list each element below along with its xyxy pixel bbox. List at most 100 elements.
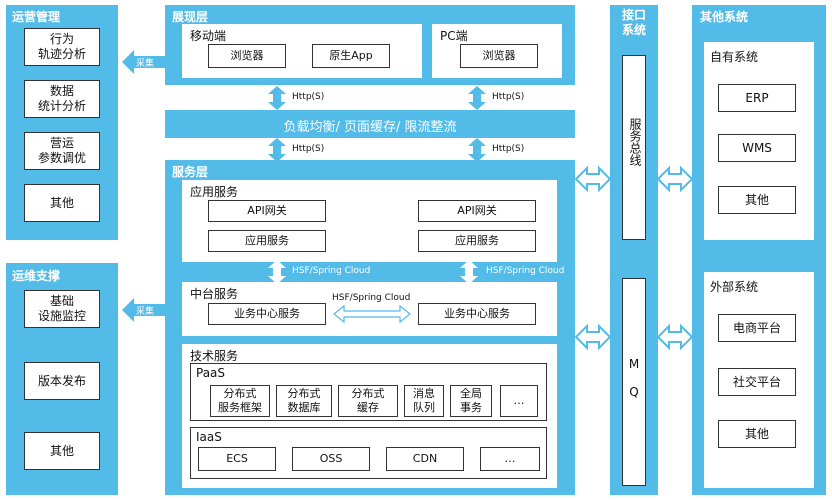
ops-item-behavior: 行为 轨迹分析: [24, 28, 100, 66]
iaas-title: IaaS: [196, 430, 222, 444]
support-item-release-label: 版本发布: [37, 373, 86, 388]
mq-box: [622, 278, 646, 486]
paas-title: PaaS: [196, 366, 226, 380]
collect-arrow-bottom: [122, 298, 166, 322]
http-arrow-4: [468, 138, 486, 162]
service-bus-text: 服务总线: [628, 118, 642, 166]
own-item-erp-label: ERP: [745, 91, 769, 105]
app-service-right: 应用服务: [418, 230, 536, 252]
ext-item-social-label: 社交平台: [732, 375, 781, 389]
ext-item-ecommerce: 电商平台: [718, 314, 796, 342]
hsf-label-middle: HSF/Spring Cloud: [332, 293, 411, 303]
own-item-wms-label: WMS: [742, 141, 772, 155]
ops-item-behavior-label: 行为 轨迹分析: [37, 32, 86, 61]
iaas-item-ecs-label: ECS: [226, 452, 248, 465]
arrow-service-bus-left: [574, 165, 612, 193]
mq-label: M Q: [627, 350, 641, 406]
api-gateway-right-label: API网关: [457, 204, 497, 217]
app-service-right-label: 应用服务: [455, 234, 499, 247]
load-balancer-bar: [165, 110, 575, 138]
api-gateway-left-label: API网关: [247, 204, 287, 217]
pc-title: PC端: [440, 29, 468, 43]
ops-item-tuning: 营运 参数调优: [24, 132, 100, 170]
hsf-arrow-horizontal: [333, 304, 411, 324]
arrow-mq-right: [656, 323, 694, 351]
mobile-browser-label: 浏览器: [230, 49, 264, 62]
iaas-item-more-label: …: [504, 452, 516, 465]
paas-item-tx: 全局 事务: [450, 385, 492, 417]
mobile-browser: 浏览器: [208, 44, 286, 68]
http-arrow-1: [268, 86, 286, 110]
paas-item-more: …: [500, 385, 538, 417]
http-arrow-3: [268, 138, 286, 162]
own-systems-title: 自有系统: [710, 50, 759, 64]
ops-item-other: 其他: [24, 184, 100, 222]
biz-center-left: 业务中心服务: [208, 303, 326, 325]
ops-item-other-label: 其他: [49, 195, 74, 210]
biz-center-right: 业务中心服务: [418, 303, 536, 325]
arrow-mq-left: [574, 323, 612, 351]
ext-item-other: 其他: [718, 420, 796, 448]
app-service-title: 应用服务: [190, 185, 239, 199]
own-item-other-label: 其他: [744, 193, 769, 207]
pc-browser-label: 浏览器: [482, 49, 516, 62]
api-gateway-right: API网关: [418, 200, 536, 222]
mobile-title: 移动端: [190, 29, 227, 43]
http-label-4: Http(S): [492, 144, 525, 154]
ops-support-title: 运维支撑: [12, 269, 61, 283]
iaas-item-cdn: CDN: [386, 447, 464, 471]
support-item-release: 版本发布: [24, 362, 100, 400]
ext-item-ecommerce-label: 电商平台: [732, 321, 781, 335]
load-balancer-label: 负载均衡/ 页面缓存/ 限流整流: [283, 120, 457, 135]
hsf-arrow-right: [460, 260, 478, 284]
ops-item-stats: 数据 统计分析: [24, 80, 100, 118]
service-layer-title: 服务层: [172, 165, 209, 179]
paas-item-rpc-label: 分布式 服务框架: [218, 387, 262, 414]
interface-system-title: 接口 系统: [622, 8, 647, 37]
app-service-left-label: 应用服务: [245, 234, 289, 247]
collect-label-bottom: 采集: [136, 307, 155, 317]
http-label-2: Http(S): [492, 92, 525, 102]
http-arrow-2: [468, 86, 486, 110]
arrow-service-bus-right: [656, 165, 694, 193]
biz-center-right-label: 业务中心服务: [444, 307, 510, 320]
service-bus-label: 服务总线: [627, 118, 642, 170]
support-item-other-label: 其他: [49, 443, 74, 458]
mobile-native-app-label: 原生App: [329, 49, 373, 62]
pc-browser: 浏览器: [460, 44, 538, 68]
paas-item-more-label: …: [513, 394, 525, 407]
paas-item-mq: 消息 队列: [404, 385, 444, 417]
own-item-wms: WMS: [718, 134, 796, 162]
paas-item-cache-label: 分布式 缓存: [351, 387, 385, 414]
hsf-arrow-left: [268, 260, 286, 284]
http-label-1: Http(S): [292, 92, 325, 102]
iaas-item-oss: OSS: [292, 447, 370, 471]
collect-label-top: 采集: [136, 59, 155, 69]
biz-center-left-label: 业务中心服务: [234, 307, 300, 320]
mq-text: M Q: [628, 357, 640, 399]
collect-arrow-top: [122, 50, 166, 74]
hsf-label-right: HSF/Spring Cloud: [486, 266, 565, 276]
iaas-item-more: …: [480, 447, 540, 471]
paas-item-cache: 分布式 缓存: [338, 385, 398, 417]
tech-service-title: 技术服务: [190, 349, 239, 363]
other-systems-title: 其他系统: [700, 10, 749, 24]
service-bus: [622, 55, 646, 240]
iaas-item-oss-label: OSS: [319, 452, 343, 465]
paas-item-db: 分布式 数据库: [276, 385, 332, 417]
iaas-item-ecs: ECS: [198, 447, 276, 471]
own-item-other: 其他: [718, 186, 796, 214]
presentation-layer-title: 展现层: [172, 10, 209, 24]
support-item-monitor: 基础 设施监控: [24, 290, 100, 328]
ops-item-tuning-label: 营运 参数调优: [37, 136, 86, 165]
ext-item-other-label: 其他: [744, 427, 769, 441]
ops-item-stats-label: 数据 统计分析: [37, 84, 86, 113]
hsf-label-left: HSF/Spring Cloud: [292, 266, 371, 276]
paas-item-rpc: 分布式 服务框架: [210, 385, 270, 417]
external-systems-title: 外部系统: [710, 280, 759, 294]
support-item-monitor-label: 基础 设施监控: [37, 294, 86, 323]
own-item-erp: ERP: [718, 84, 796, 112]
middle-service-title: 中台服务: [190, 287, 239, 301]
paas-item-db-label: 分布式 数据库: [287, 387, 321, 414]
paas-item-mq-label: 消息 队列: [413, 387, 435, 414]
